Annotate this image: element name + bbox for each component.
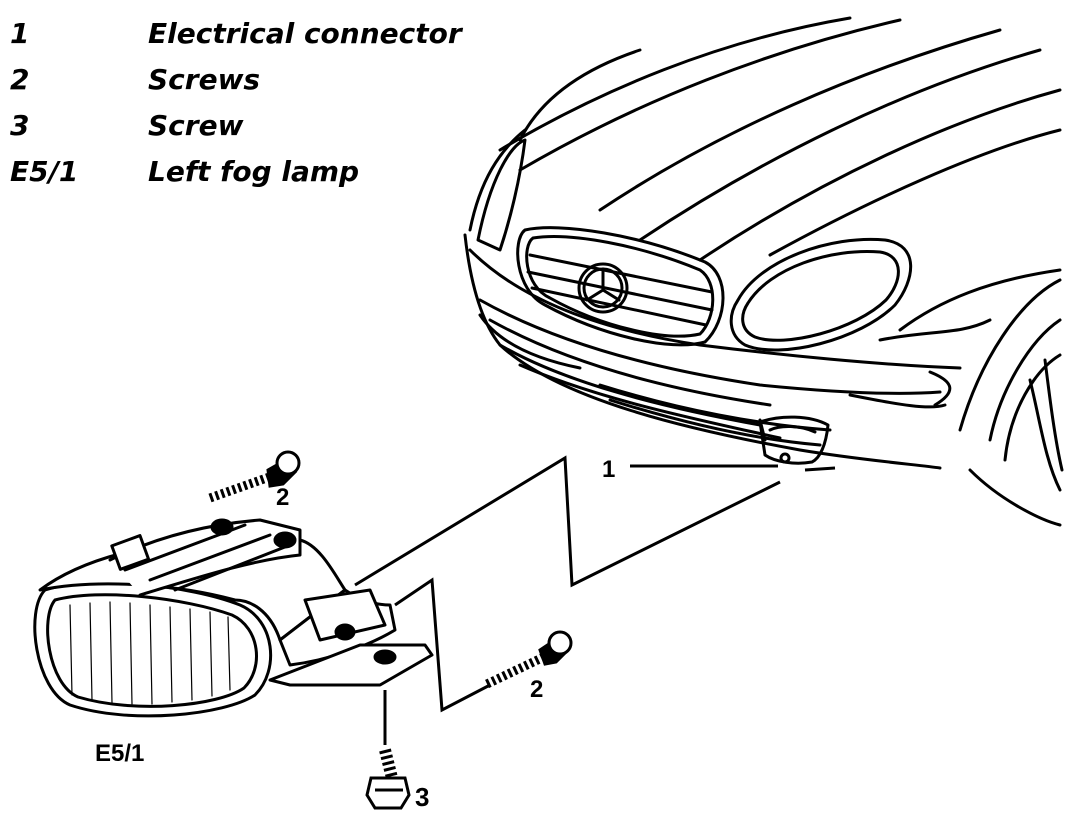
screw-bottom-illustration — [365, 748, 411, 810]
legend-key: 3 — [10, 108, 30, 142]
screw-top-illustration — [208, 450, 301, 503]
callout-screw-bottom: 3 — [415, 782, 429, 812]
callout-screw-right: 2 — [530, 676, 543, 703]
callout-screw-top: 2 — [276, 484, 289, 511]
legend-row: 2 Screws — [10, 56, 462, 102]
legend-description: Screws — [148, 62, 261, 96]
legend-row: 1 Electrical connector — [10, 10, 462, 56]
screw-right-illustration — [485, 630, 573, 689]
legend-description: Electrical connector — [148, 16, 462, 50]
legend: 1 Electrical connector 2 Screws 3 Screw … — [10, 10, 462, 194]
legend-key: 2 — [10, 62, 30, 96]
legend-key: E5/1 — [10, 154, 79, 188]
callout-connector: 1 — [602, 456, 615, 483]
legend-description: Left fog lamp — [148, 154, 360, 188]
legend-description: Screw — [148, 108, 244, 142]
fog-lamp-illustration — [33, 518, 434, 718]
leader-lines — [354, 455, 836, 745]
callout-fog-lamp: E5/1 — [95, 740, 144, 767]
car-front-illustration — [463, 16, 1064, 527]
legend-key: 1 — [10, 16, 30, 50]
legend-row: E5/1 Left fog lamp — [10, 148, 462, 194]
legend-row: 3 Screw — [10, 102, 462, 148]
